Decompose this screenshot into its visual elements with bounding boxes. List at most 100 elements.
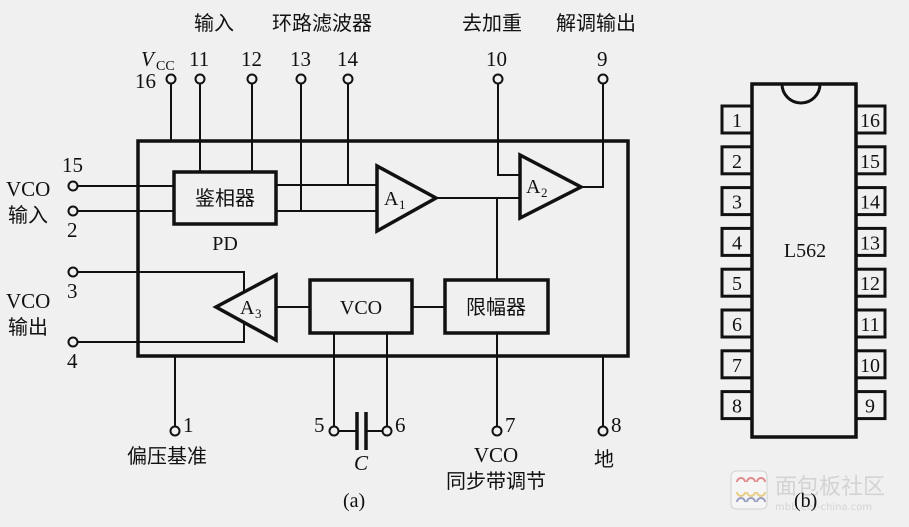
pin-label-4: 4 (67, 349, 78, 373)
dip-pin-right (854, 186, 887, 217)
dip-pin-right (854, 308, 887, 339)
pin-label-16: 16 (135, 69, 156, 93)
dip-pin-left (720, 226, 754, 257)
amplifier-a3 (212, 272, 278, 343)
a2-label: A (526, 176, 541, 198)
watermark-logo-icon (730, 470, 768, 510)
pin-5 (328, 425, 340, 437)
label-vco-sync-1: VCO (474, 443, 518, 467)
wire-pin9 (581, 83, 604, 188)
pin-7 (491, 425, 503, 437)
label-vco-sync-2: 同步带调节 (446, 469, 546, 493)
label-deemphasis: 去加重 (462, 11, 522, 35)
watermark-subtext: mbb.eet-china.com (775, 502, 872, 513)
dip-pin-label: 4 (732, 232, 742, 254)
amplifier-a2 (518, 152, 585, 221)
pin-label-14: 14 (337, 47, 359, 71)
watermark-text: 面包板社区 (775, 475, 885, 500)
phase-detector-abbr: PD (212, 233, 238, 255)
pin-2 (67, 205, 79, 217)
dip-pin-label: 3 (732, 192, 742, 214)
label-ground: 地 (594, 447, 614, 471)
pin-4 (67, 336, 79, 348)
dip-pin-right (854, 390, 887, 421)
pin-14 (342, 73, 354, 85)
dip-pin-right (854, 349, 887, 380)
dip-pin-label: 10 (860, 355, 880, 377)
phase-detector-label: 鉴相器 (195, 186, 255, 210)
dip-pin-right (854, 267, 887, 298)
a1-label: A (384, 188, 399, 210)
dip-pin-label: 2 (732, 151, 742, 173)
vcc-subscript: CC (156, 59, 175, 74)
pin-label-6: 6 (395, 413, 406, 437)
vcc-label: V (141, 47, 156, 71)
dip-pin-label: 1 (732, 110, 742, 132)
pin-3 (67, 266, 79, 278)
a1-subscript: 1 (399, 197, 406, 212)
dip-pin-right (854, 145, 887, 176)
caption-a: (a) (343, 490, 365, 512)
pin-12 (246, 73, 258, 85)
dip-pin-left (720, 390, 754, 421)
label-loop-filter: 环路滤波器 (272, 11, 372, 35)
dip-pin-label: 13 (860, 232, 880, 254)
dip-pin-label: 15 (860, 151, 880, 173)
label-vco-output-2: 输出 (8, 315, 48, 339)
label-bias-reference: 偏压基准 (127, 444, 207, 468)
pin-10 (492, 73, 504, 85)
label-vco-input-1: VCO (6, 177, 50, 201)
pin-label-9: 9 (597, 47, 608, 71)
ic-outline (136, 139, 630, 358)
dip-pin-left (720, 186, 754, 217)
pin-label-15: 15 (62, 153, 83, 177)
dip-pin-label: 7 (732, 355, 742, 377)
wire-pin10 (497, 83, 520, 176)
pin-label-7: 7 (505, 413, 516, 437)
dip-pin-label: 6 (732, 314, 742, 336)
wire-pin3 (77, 271, 245, 291)
pin-label-3: 3 (67, 279, 78, 303)
pin-1 (169, 425, 181, 437)
capacitor-label: C (354, 451, 369, 475)
dip-pin-label: 12 (860, 273, 880, 295)
chip-name: L562 (784, 240, 826, 262)
a3-label: A (240, 297, 255, 319)
dip-pin-label: 11 (860, 314, 879, 336)
limiter-label: 限幅器 (466, 295, 526, 319)
watermark: 面包板社区 mbb.eet-china.com (730, 470, 885, 513)
dip-pin-left (720, 145, 754, 176)
pin-16 (165, 73, 177, 85)
dip-pin-label: 5 (732, 273, 742, 295)
label-demod-output: 解调输出 (556, 11, 636, 35)
pin-9 (597, 73, 609, 85)
pin-8 (597, 425, 609, 437)
pin-label-2: 2 (67, 218, 78, 242)
dip-pin-left (720, 104, 754, 135)
pin-13 (295, 73, 307, 85)
dip-pin-left (720, 267, 754, 298)
phase-detector-block (172, 170, 278, 226)
label-vco-output-1: VCO (6, 289, 50, 313)
pin-11 (194, 73, 206, 85)
dip-pin-label: 8 (732, 396, 742, 418)
dip-pin-right (854, 226, 887, 257)
dip-pin-left (720, 308, 754, 339)
vco-label: VCO (340, 297, 382, 319)
dip-notch (780, 83, 822, 105)
wire-pin4 (77, 323, 245, 343)
label-vco-input-2: 输入 (8, 203, 48, 227)
pin-15 (67, 180, 79, 192)
amplifier-a1 (375, 163, 440, 234)
dip-pin-label: 9 (865, 396, 875, 418)
a2-subscript: 2 (541, 185, 548, 200)
pin-label-1: 1 (183, 413, 194, 437)
pin-label-11: 11 (189, 47, 209, 71)
dip-pin-label: 16 (860, 110, 880, 132)
pin-label-5: 5 (314, 413, 325, 437)
pin-label-8: 8 (611, 413, 622, 437)
caption-b: (b) (794, 490, 817, 512)
pin-label-13: 13 (290, 47, 311, 71)
